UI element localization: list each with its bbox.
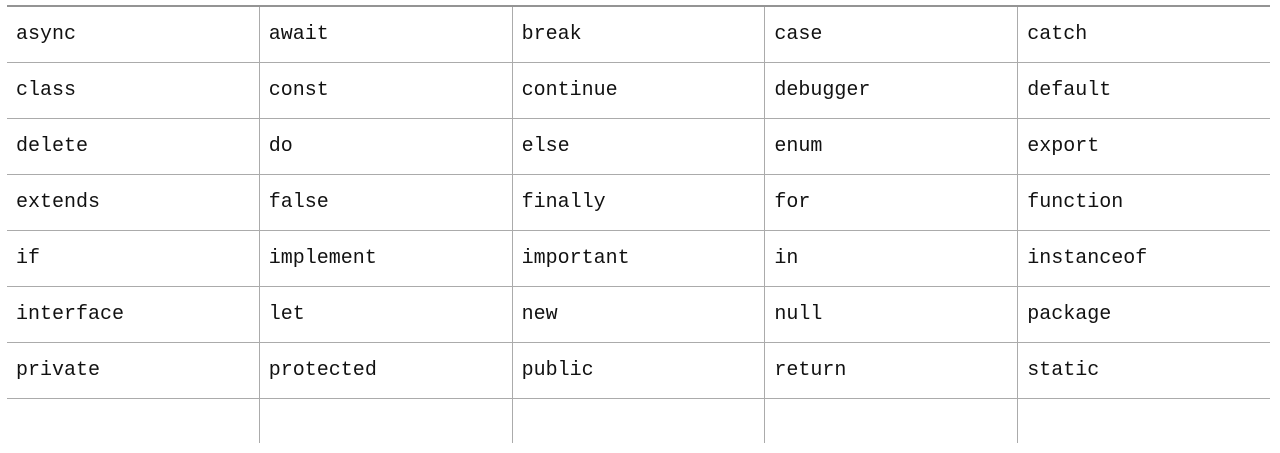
table-cell (765, 399, 1019, 443)
table-cell: if (7, 231, 260, 286)
table-cell: extends (7, 175, 260, 230)
table-cell: break (513, 7, 766, 62)
table-cell: debugger (765, 63, 1019, 118)
table-cell: interface (7, 287, 260, 342)
table-row (7, 399, 1270, 443)
table-cell: await (260, 7, 513, 62)
table-cell: new (513, 287, 766, 342)
table-cell: catch (1027, 23, 1088, 46)
table-cell: in (765, 231, 1019, 286)
table-cell: const (260, 63, 513, 118)
table-cell: static (1027, 359, 1100, 382)
table-cell: enum (765, 119, 1019, 174)
table-cell: instanceof (1027, 247, 1148, 270)
table-cell: export (1027, 135, 1100, 158)
table-cell: delete (7, 119, 260, 174)
table-cell: case (765, 7, 1019, 62)
table-cell: do (260, 119, 513, 174)
table-cell: private (7, 343, 260, 398)
table-cell: false (260, 175, 513, 230)
table-cell: important (513, 231, 766, 286)
table-cell (260, 399, 513, 443)
table-cell: class (7, 63, 260, 118)
table-cell: protected (260, 343, 513, 398)
table-cell: function (1027, 191, 1124, 214)
table-cell: async (7, 7, 260, 62)
table-cell: return (765, 343, 1019, 398)
table-cell: default (1027, 79, 1112, 102)
table-cell: continue (513, 63, 766, 118)
table-cell (7, 399, 260, 443)
table-cell: for (765, 175, 1019, 230)
table-cell: let (260, 287, 513, 342)
table-cell: else (513, 119, 766, 174)
table-cell: public (513, 343, 766, 398)
table-cell: package (1027, 303, 1112, 326)
table-cell: implement (260, 231, 513, 286)
table-cell: null (765, 287, 1019, 342)
table-cell (1018, 399, 1270, 443)
table-cell: finally (513, 175, 766, 230)
table-cell (513, 399, 766, 443)
